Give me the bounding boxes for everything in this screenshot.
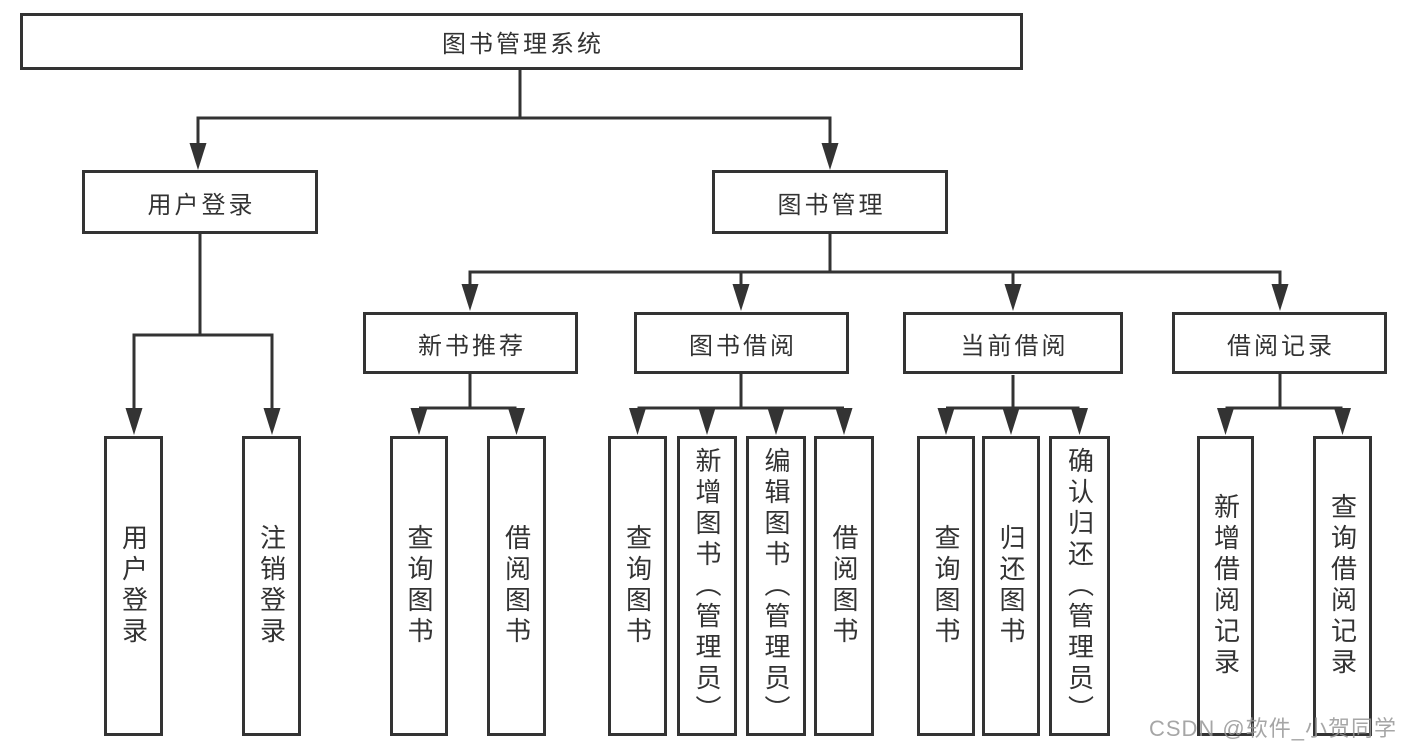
node-edit-book-admin: 编辑图书（管理员） xyxy=(746,436,806,736)
node-borrow-records-label: 借阅记录 xyxy=(1227,332,1335,360)
edge-level1-rail xyxy=(196,116,832,150)
node-add-book-admin-label: 新增图书（管理员） xyxy=(692,446,722,726)
node-new-book-recommend-label: 新书推荐 xyxy=(418,332,526,360)
node-user-login-label: 用户登录 xyxy=(147,191,256,219)
arrowhead-icon xyxy=(629,408,646,435)
arrowhead-icon xyxy=(937,408,955,435)
node-add-borrow-record-label: 新增借阅记录 xyxy=(1210,493,1241,679)
arrowhead-icon xyxy=(189,143,207,170)
node-return-books-label: 归还图书 xyxy=(996,524,1026,648)
arrowhead-icon xyxy=(1004,284,1022,311)
arrowhead-icon xyxy=(1271,284,1289,311)
node-query-books-recommend: 查询图书 xyxy=(390,436,448,736)
arrowhead-icon xyxy=(1217,408,1234,435)
node-confirm-return-admin-label: 确认归还（管理员） xyxy=(1064,446,1095,726)
node-return-books: 归还图书 xyxy=(982,436,1040,736)
arrowhead-icon xyxy=(835,408,853,435)
node-book-borrow-label: 图书借阅 xyxy=(689,332,797,360)
arrowhead-icon xyxy=(125,408,143,435)
node-book-borrow: 图书借阅 xyxy=(634,312,849,374)
node-borrow-books-recommend: 借阅图书 xyxy=(487,436,546,736)
node-system-root: 图书管理系统 xyxy=(20,13,1023,70)
arrowhead-icon xyxy=(732,284,750,311)
node-add-book-admin: 新增图书（管理员） xyxy=(677,436,737,736)
arrowhead-icon xyxy=(263,408,281,435)
arrowhead-icon xyxy=(1002,408,1020,435)
node-borrow-books: 借阅图书 xyxy=(814,436,874,736)
node-borrow-records: 借阅记录 xyxy=(1172,312,1387,374)
node-logout-label: 注销登录 xyxy=(256,524,287,648)
arrowhead-icon xyxy=(508,408,525,435)
node-system-root-label: 图书管理系统 xyxy=(442,31,604,58)
node-query-books-borrow-label: 查询图书 xyxy=(622,524,653,648)
node-query-borrow-record: 查询借阅记录 xyxy=(1313,436,1372,736)
node-current-borrow: 当前借阅 xyxy=(903,312,1123,374)
arrowhead-icon xyxy=(1071,408,1088,435)
arrowhead-icon xyxy=(410,408,428,435)
arrowhead-icon xyxy=(767,408,785,435)
node-edit-book-admin-label: 编辑图书（管理员） xyxy=(761,446,791,726)
node-borrow-books-label: 借阅图书 xyxy=(829,524,859,648)
node-book-management-label: 图书管理 xyxy=(777,191,886,219)
edge-level3-rail xyxy=(468,270,1282,290)
node-user-login: 用户登录 xyxy=(82,170,318,234)
node-query-books-recommend-label: 查询图书 xyxy=(404,524,434,648)
node-logout: 注销登录 xyxy=(242,436,301,736)
node-query-books-current: 查询图书 xyxy=(917,436,975,736)
node-user-login-action: 用户登录 xyxy=(104,436,163,736)
arrowhead-icon xyxy=(698,408,716,435)
arrowhead-icon xyxy=(1334,408,1351,435)
watermark-text: CSDN @软件_小贺同学 xyxy=(1148,716,1397,741)
node-new-book-recommend: 新书推荐 xyxy=(363,312,578,374)
node-borrow-books-recommend-label: 借阅图书 xyxy=(501,524,532,648)
node-current-borrow-label: 当前借阅 xyxy=(960,332,1069,360)
node-add-borrow-record: 新增借阅记录 xyxy=(1197,436,1254,736)
node-user-login-action-label: 用户登录 xyxy=(118,524,149,648)
node-query-books-current-label: 查询图书 xyxy=(931,524,961,648)
arrowhead-icon xyxy=(821,143,839,170)
node-book-management: 图书管理 xyxy=(712,170,948,234)
edge-user-login-rail xyxy=(132,333,274,414)
node-confirm-return-admin: 确认归还（管理员） xyxy=(1049,436,1110,736)
arrowhead-icon xyxy=(461,284,479,311)
node-query-borrow-record-label: 查询借阅记录 xyxy=(1327,493,1358,679)
node-query-books-borrow: 查询图书 xyxy=(608,436,667,736)
